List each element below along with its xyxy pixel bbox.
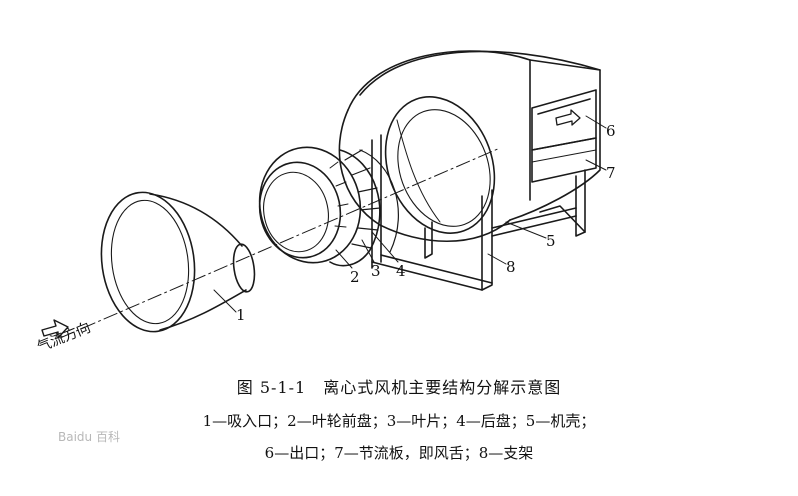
label-part-7: 7 [606,164,616,182]
leader-lines [213,115,607,313]
throttle-plate [531,137,597,183]
inlet-cone [100,191,256,333]
outlet-arrow-icon [555,109,581,126]
label-part-8: 8 [506,258,516,276]
outlet [531,89,597,151]
label-part-1: 1 [236,306,246,324]
label-part-6: 6 [606,122,616,140]
watermark: Baidu 百科 [58,430,120,444]
label-part-5: 5 [546,232,556,250]
airflow-axis [59,147,501,339]
outline-arrow-icon [41,319,69,339]
figure-title: 图 5-1-1 离心式风机主要结构分解示意图 [236,378,562,397]
label-part-4: 4 [396,262,406,280]
impeller [258,146,399,267]
legend-line-2: 6—出口；7—节流板，即风舌；8—支架 [264,444,534,462]
legend-line-1: 1—吸入口；2—叶轮前盘；3—叶片；4—后盘；5—机壳； [202,412,596,430]
support-frame [371,134,586,291]
label-part-2: 2 [350,268,360,286]
label-part-3: 3 [371,262,381,280]
